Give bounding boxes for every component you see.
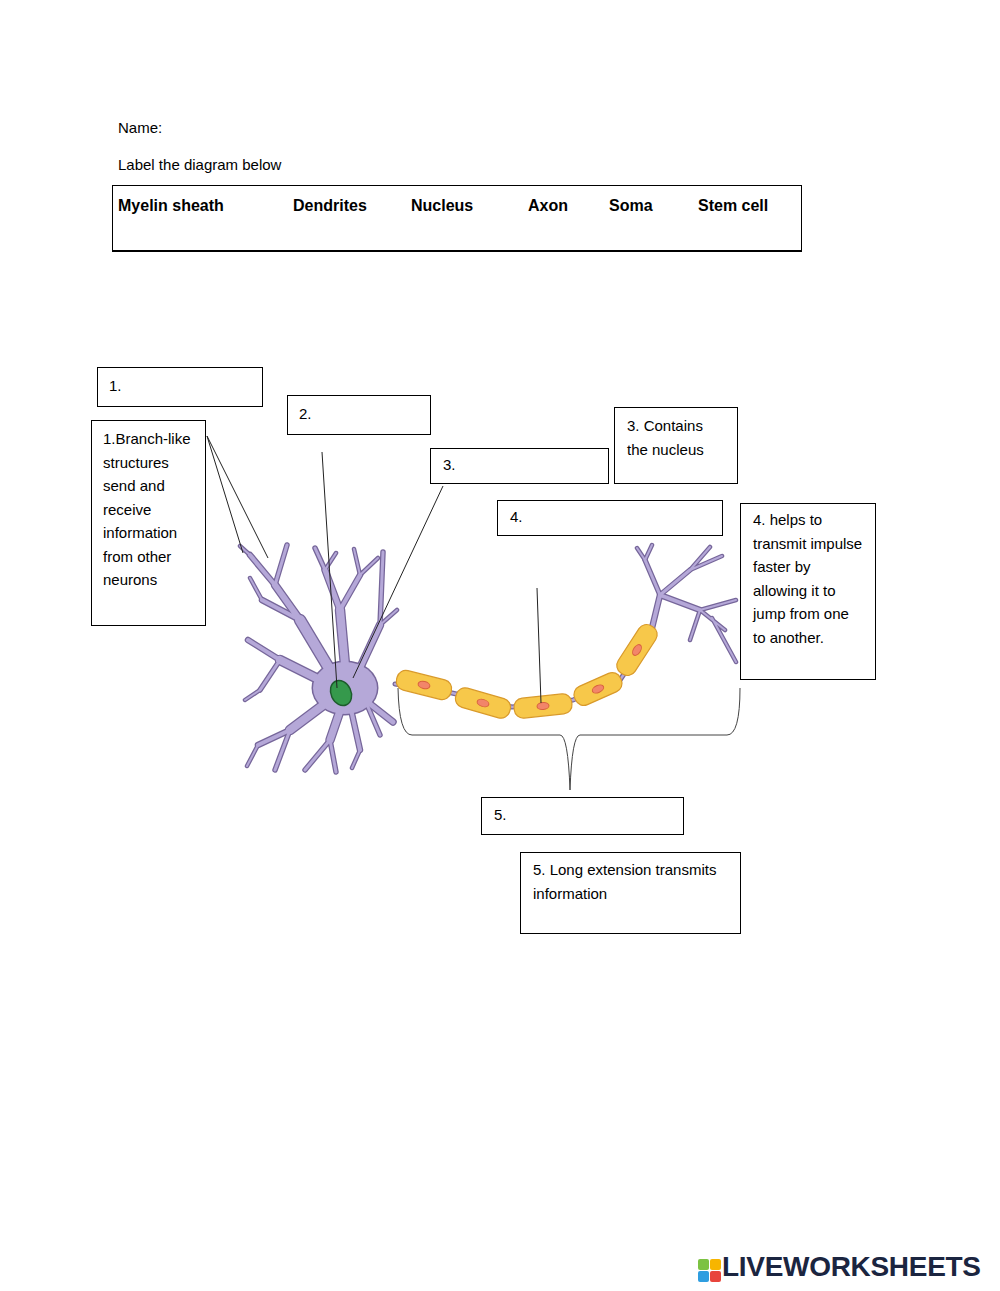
axon-bracket [398,688,740,790]
leader-line [207,436,268,558]
answer-box: 1. [97,367,263,407]
hint-box: 1.Branch-like structures send and receiv… [91,420,206,626]
dendrite [260,545,690,772]
myelin-segment [453,686,512,721]
axon [395,628,652,707]
hint-box: 4. helps to transmit impulse faster by a… [740,503,876,680]
dendrite-outline [300,620,330,670]
dendrite-outline [260,545,690,772]
box-text: 1. [109,374,251,398]
word-bank-term: Dendrites [293,194,411,218]
box-text: 3. Contains the nucleus [627,414,725,461]
box-text: 1.Branch-like structures send and receiv… [103,427,194,592]
box-text: 4. helps to transmit impulse faster by a… [753,508,863,649]
name-field: Name: [118,119,162,136]
word-bank-term: Nucleus [411,194,528,218]
word-bank: Myelin sheathDendritesNucleusAxonSomaSte… [112,185,802,252]
word-bank-term: Stem cell [698,194,768,218]
myelin-sheath [394,621,660,720]
dendrite-outline [275,585,380,668]
box-text: 5. Long extension transmits information [533,858,728,905]
box-text: 2. [299,402,419,426]
box-text: 4. [510,505,710,529]
nucleus [326,677,355,709]
instruction: Label the diagram below [118,156,281,173]
leader-line [322,452,337,688]
dendrite [300,620,330,670]
soma [313,662,377,714]
dendrite [248,555,700,750]
leader-line [207,436,243,553]
box-text: 3. [443,453,596,477]
watermark-icon [698,1259,721,1282]
myelin-segment [613,621,660,679]
word-bank-term: Myelin sheath [118,194,293,218]
myelin-segment [571,670,625,709]
hint-box: 5. Long extension transmits information [520,852,741,934]
word-bank-term: Axon [528,194,609,218]
word-bank-term: Soma [609,194,698,218]
neuron-outline [240,545,736,772]
myelin-segment [394,669,453,702]
watermark: LIVEWORKSHEETS [722,1251,981,1283]
dendrite-outline [248,555,700,750]
dendrite [275,585,380,668]
axon-outline [395,628,652,707]
leader-line [353,486,443,678]
myelin-segment [513,693,573,719]
answer-box: 2. [287,395,431,435]
hint-box: 3. Contains the nucleus [614,407,738,484]
answer-box: 5. [481,797,684,835]
answer-box: 3. [430,448,609,484]
answer-box: 4. [497,500,723,536]
neuron-fill [240,545,736,772]
leader-line [537,588,541,703]
box-text: 5. [494,803,671,827]
